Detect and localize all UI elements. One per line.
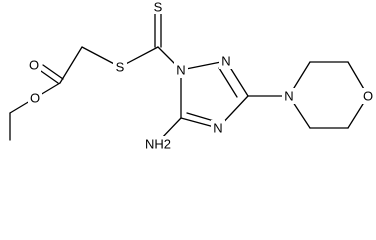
atom-bg-s-thione [151,0,165,14]
bond-layer [9,11,369,141]
atom-s-thioether: S [116,60,125,75]
atom-bg-s-thioether [113,59,127,75]
atom-n-morpholine: N [284,89,293,104]
atom-o-morpholine: O [363,89,373,104]
bond-carbonyl-c-ch2 [59,46,83,84]
atom-o-carbonyl: O [29,58,39,73]
atom-layer: O O S S N N N N O NH2 [27,0,375,152]
bond-n1-n2 [180,60,227,71]
atom-bg-amino [142,136,174,152]
atom-n4: N [213,121,222,136]
atom-o-ester: O [30,91,40,106]
atom-amino: NH2 [145,137,171,152]
atom-bg-n1 [174,62,188,78]
atom-n1: N [176,63,185,78]
bond-carbonyl-double-b [42,64,64,80]
atom-s-thione: S [154,0,163,15]
bond-n4-c5-b [186,112,215,122]
bond-carbonyl-double-a [37,68,59,84]
atom-n2: N [221,54,230,69]
atom-bg-o-morpholine [361,88,375,104]
atom-bg-n4 [211,120,225,136]
atom-bg-o-carbonyl [27,57,41,73]
atom-bg-o-ester [28,90,42,106]
chemical-structure: O O S S N N N N O NH2 [9,0,375,152]
bond-n2-c3-b [218,67,238,98]
atom-bg-n2 [219,53,233,69]
atom-bg-n-morpholine [282,88,296,104]
